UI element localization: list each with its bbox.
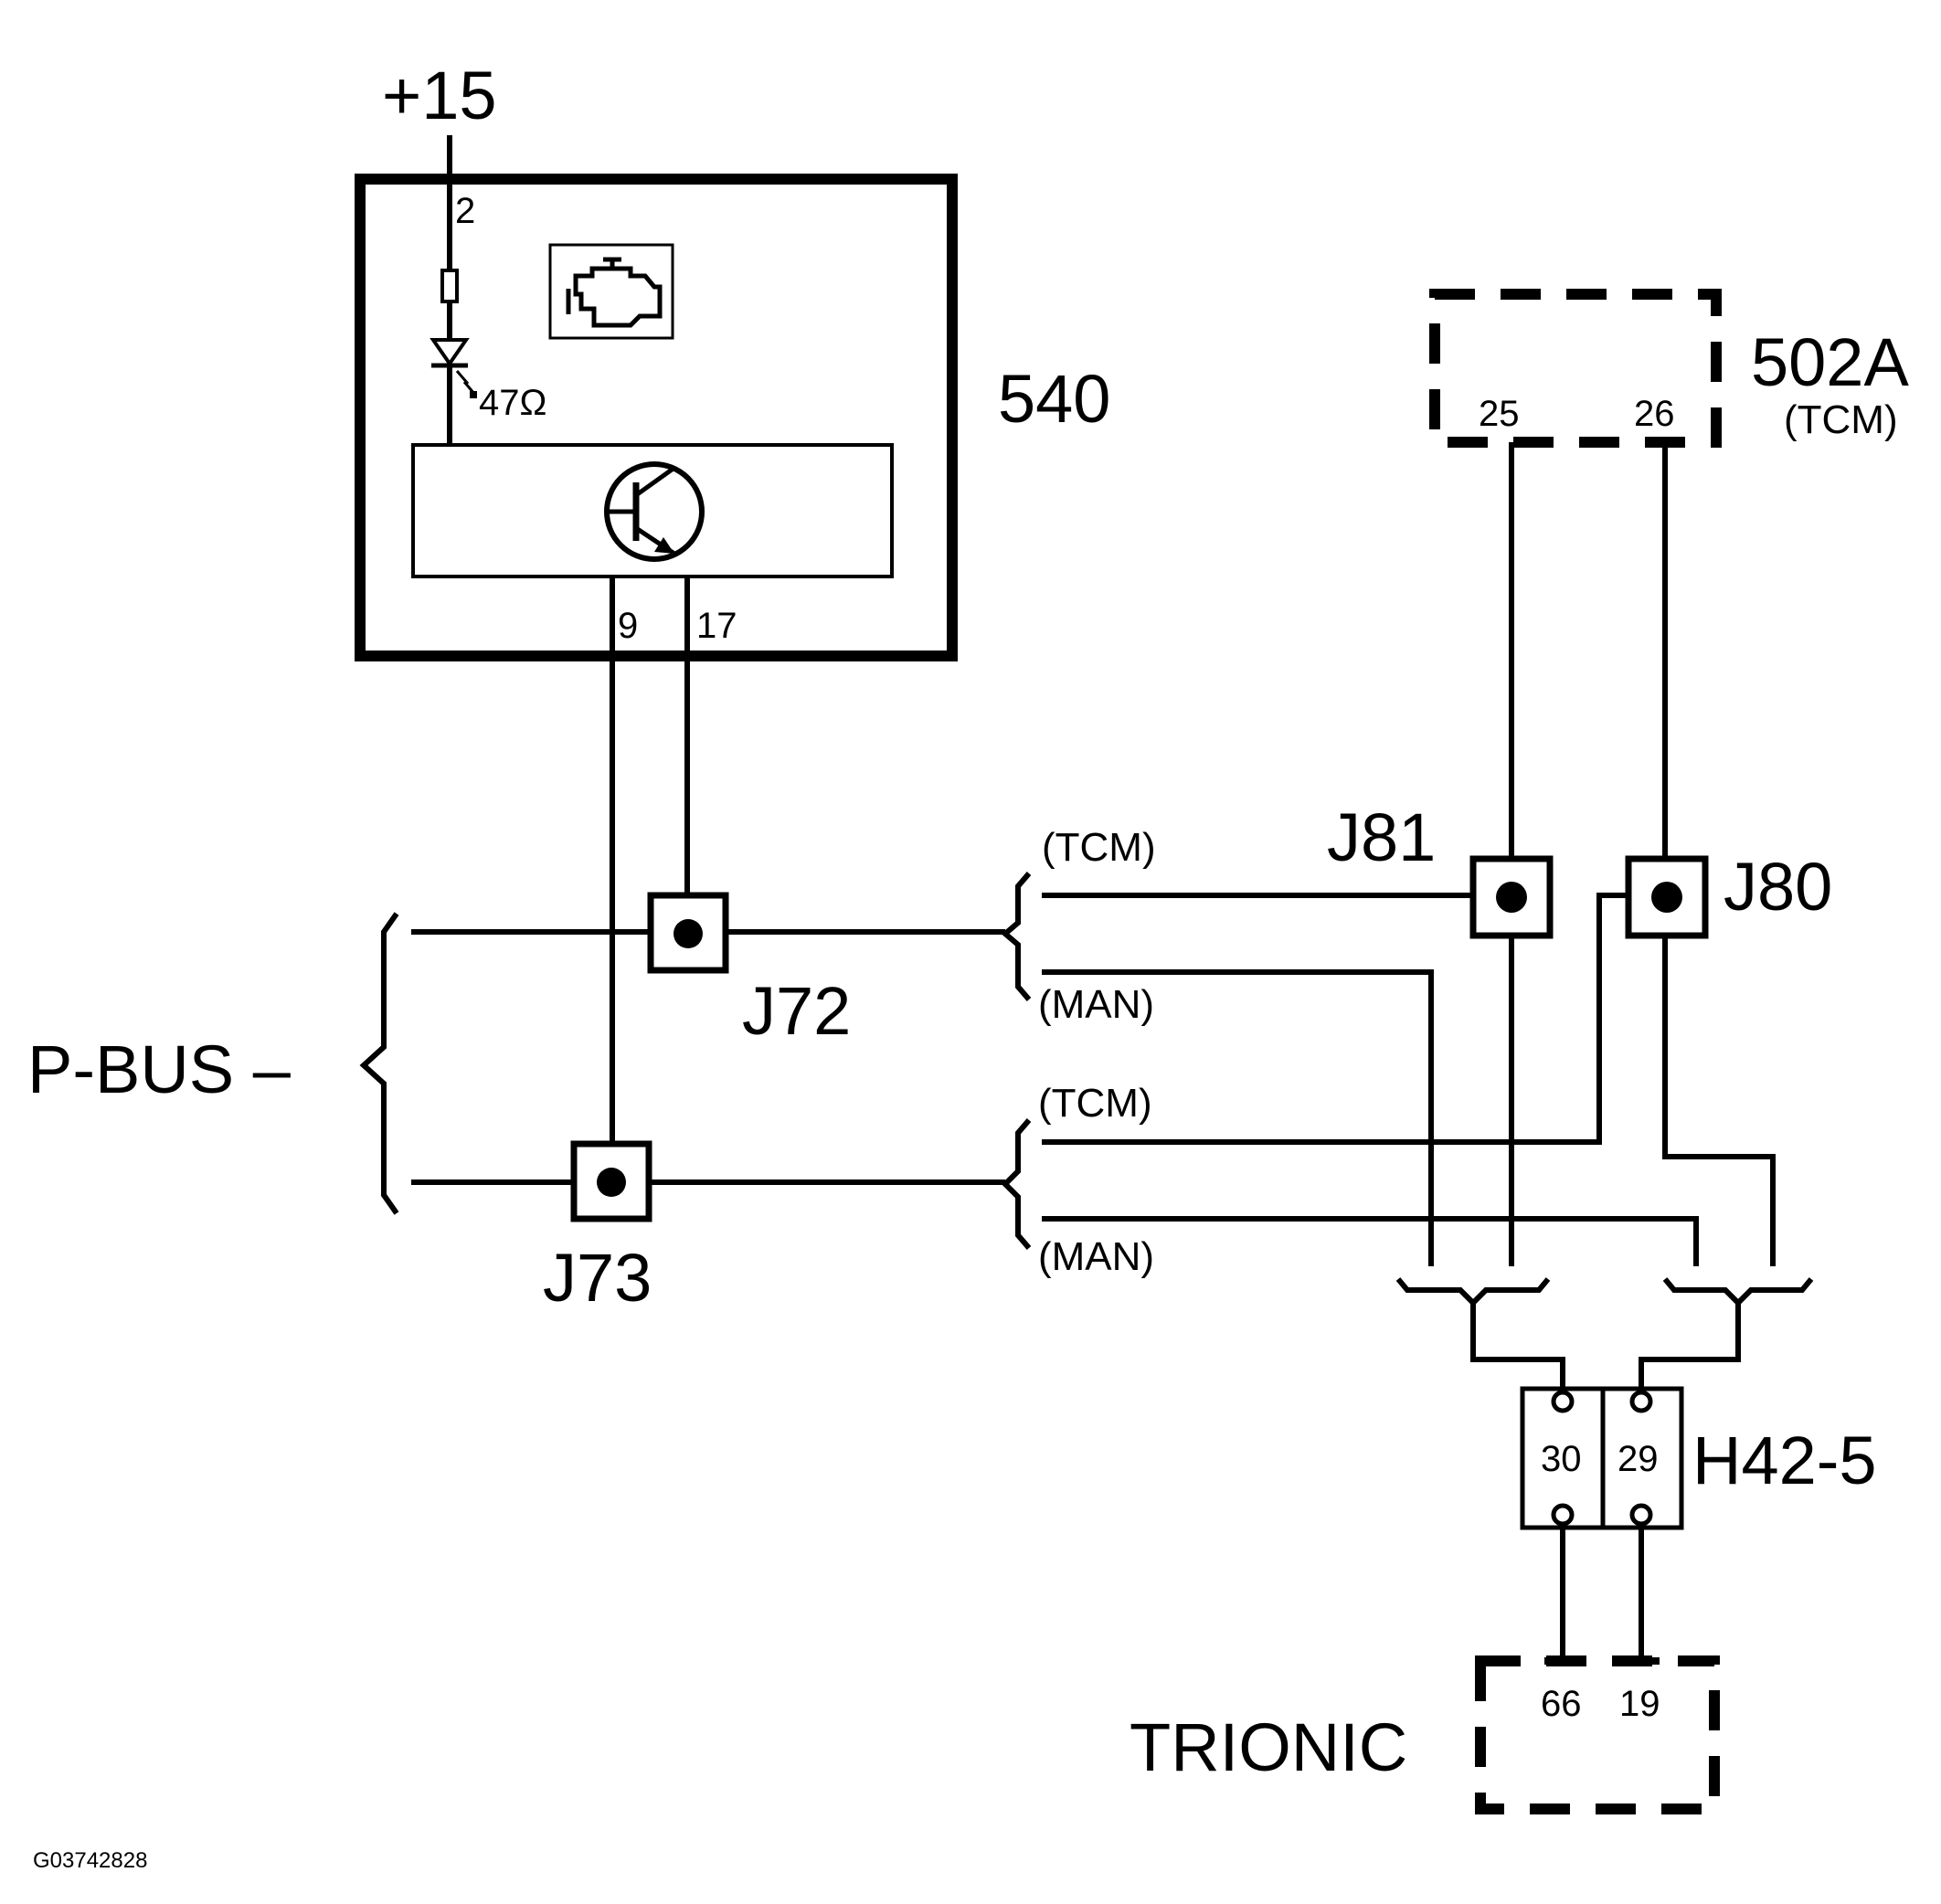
resistor-label: 47Ω (479, 383, 546, 423)
transistor-icon (604, 461, 705, 562)
figure-code: G03742828 (33, 1848, 147, 1873)
junction-j72-label: J72 (742, 973, 851, 1049)
junction-j73 (570, 1140, 652, 1222)
branch-brace-2 (1001, 1118, 1032, 1250)
connector-label: H42-5 (1692, 1423, 1877, 1498)
led-icon (430, 338, 477, 398)
wire-man-2 (1042, 1216, 1699, 1266)
branch-man-2-label: (MAN) (1038, 1234, 1154, 1279)
merge-brace-left (1395, 1277, 1551, 1307)
supply-label: +15 (382, 58, 497, 133)
module-540-pin-17: 17 (696, 606, 737, 646)
trionic-label: TRIONIC (1130, 1709, 1407, 1785)
trionic-pin-66: 66 (1541, 1684, 1582, 1724)
junction-j73-label: J73 (543, 1240, 652, 1316)
module-502a-sub: (TCM) (1784, 397, 1898, 442)
branch-man-1-label: (MAN) (1038, 982, 1154, 1027)
connector-pin-30: 30 (1541, 1439, 1582, 1479)
wire-to-pin-30 (1470, 1303, 1565, 1389)
module-502a-pin-25: 25 (1479, 394, 1520, 434)
module-540-pin-supply: 2 (455, 191, 475, 231)
connector-h42-5 (1520, 1386, 1684, 1530)
p-bus-label: P-BUS – (27, 1031, 292, 1107)
driver-box (411, 443, 894, 578)
wire-pin-26 (1662, 442, 1776, 1266)
junction-j72-dot (674, 919, 703, 948)
merge-brace-right (1662, 1277, 1814, 1307)
connector-pin-29: 29 (1618, 1439, 1659, 1479)
wire-to-pin-29 (1639, 1303, 1741, 1389)
resistor-symbol (440, 269, 459, 303)
engine-check-icon (548, 243, 674, 340)
branch-tcm-2-label: (TCM) (1038, 1081, 1152, 1126)
module-540-pin-9: 9 (618, 606, 638, 646)
module-502a-label: 502A (1751, 324, 1909, 400)
module-540-box (355, 174, 958, 661)
trionic-pin-19: 19 (1619, 1684, 1660, 1724)
module-502a-pin-26: 26 (1634, 394, 1675, 434)
junction-j80-label: J80 (1724, 849, 1832, 925)
junction-j73-dot (597, 1168, 626, 1197)
trionic-box (1475, 1655, 1720, 1814)
p-bus-brace (359, 912, 399, 1215)
module-540-label: 540 (998, 361, 1110, 437)
module-502a-box (1429, 289, 1722, 448)
junction-j81-dot (1496, 882, 1527, 913)
junction-j81-label: J81 (1327, 799, 1436, 875)
branch-tcm-1-label: (TCM) (1042, 825, 1156, 870)
wire-tcm-2 (1042, 893, 1634, 1145)
junction-j80-dot (1651, 882, 1682, 913)
wire-man-1 (1042, 969, 1434, 1266)
branch-brace-1 (1001, 872, 1032, 1001)
